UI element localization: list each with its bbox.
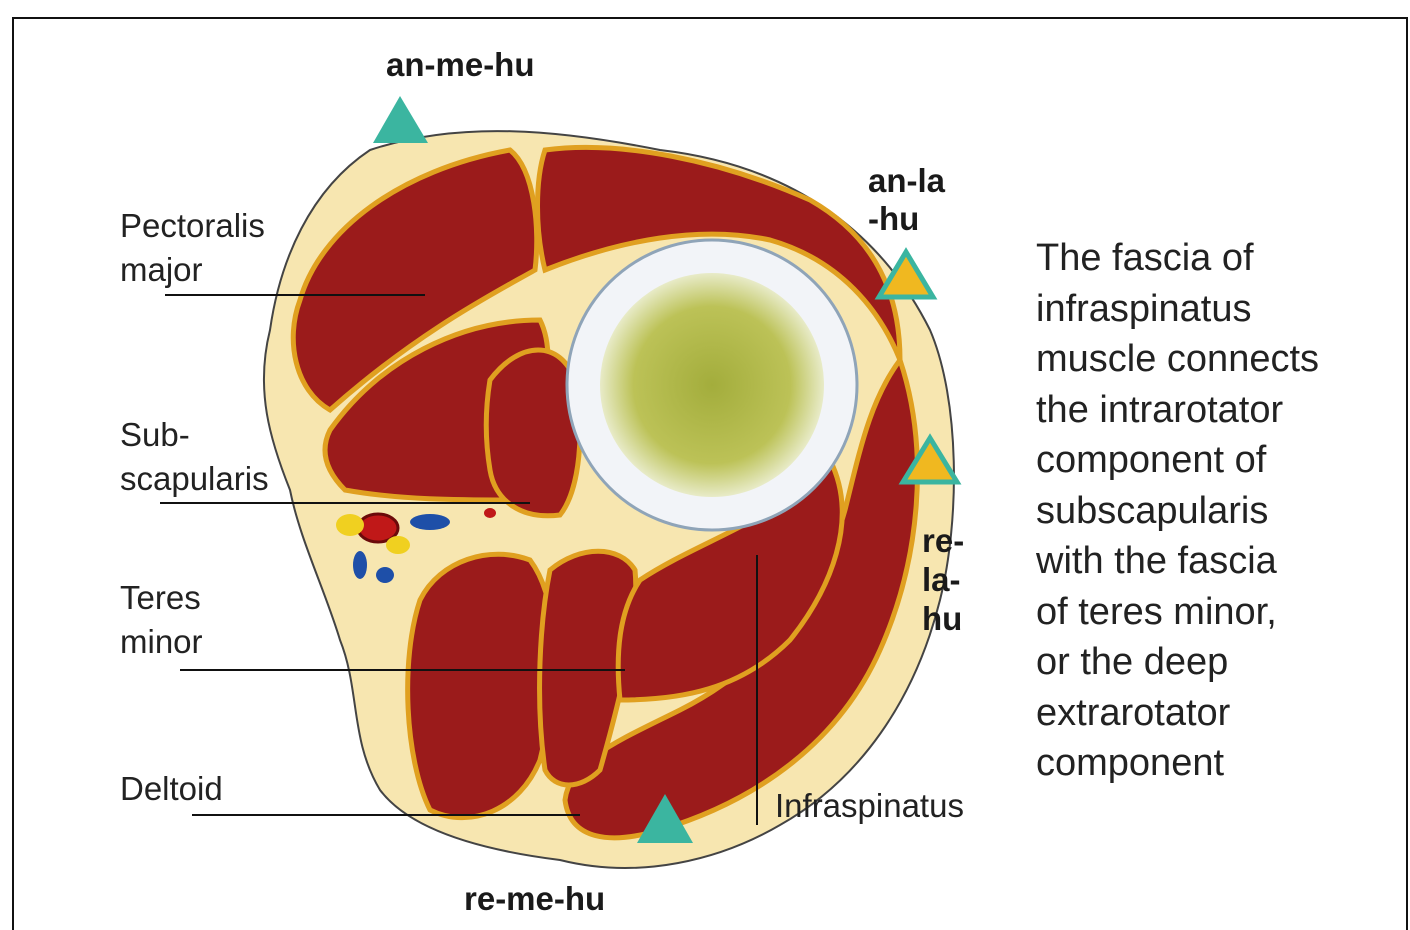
vessel-yellow-1 [336, 514, 364, 536]
caption-line: The fascia of [1036, 233, 1396, 284]
marker-label-an-me-hu: an-me-hu [386, 46, 535, 84]
vessel-yellow-2 [386, 536, 410, 554]
label-pectoralis-line2: major [120, 248, 203, 291]
marker-label-re-la-hu-line1: re- [922, 522, 964, 560]
caption-line: the intrarotator [1036, 385, 1396, 436]
humerus-marrow [600, 273, 824, 497]
label-teres-line2: minor [120, 620, 203, 663]
vessel-blue-2 [353, 551, 367, 579]
caption-line: muscle connects [1036, 334, 1396, 385]
label-pectoralis-line1: Pectoralis [120, 204, 265, 247]
marker-label-re-la-hu-line2: la- [922, 561, 961, 599]
caption-line: of teres minor, [1036, 587, 1396, 638]
label-teres-line1: Teres [120, 576, 201, 619]
label-subscapularis-line1: Sub- [120, 413, 190, 456]
marker-label-re-me-hu: re-me-hu [464, 880, 605, 918]
marker-label-re-la-hu-line3: hu [922, 600, 962, 638]
caption-line: with the fascia [1036, 536, 1396, 587]
caption-line: or the deep [1036, 637, 1396, 688]
caption-line: component [1036, 738, 1396, 789]
caption-line: extrarotator [1036, 688, 1396, 739]
vessel-blue-3 [376, 567, 394, 583]
label-deltoid: Deltoid [120, 767, 223, 810]
marker-triangle-an-me-hu [373, 96, 428, 143]
label-subscapularis-line2: scapularis [120, 457, 269, 500]
vessel-blue-1 [410, 514, 450, 530]
teres-major-muscle [408, 554, 554, 817]
marker-label-an-la-hu-line1: an-la [868, 162, 945, 200]
caption-line: component of [1036, 435, 1396, 486]
marker-label-an-la-hu-line2: -hu [868, 200, 919, 238]
caption-line: subscapularis [1036, 486, 1396, 537]
caption-line: infraspinatus [1036, 284, 1396, 335]
label-infraspinatus: Infraspinatus [775, 784, 964, 827]
caption-text: The fascia of infraspinatus muscle conne… [1036, 233, 1396, 789]
vessel-red-small [484, 508, 496, 518]
